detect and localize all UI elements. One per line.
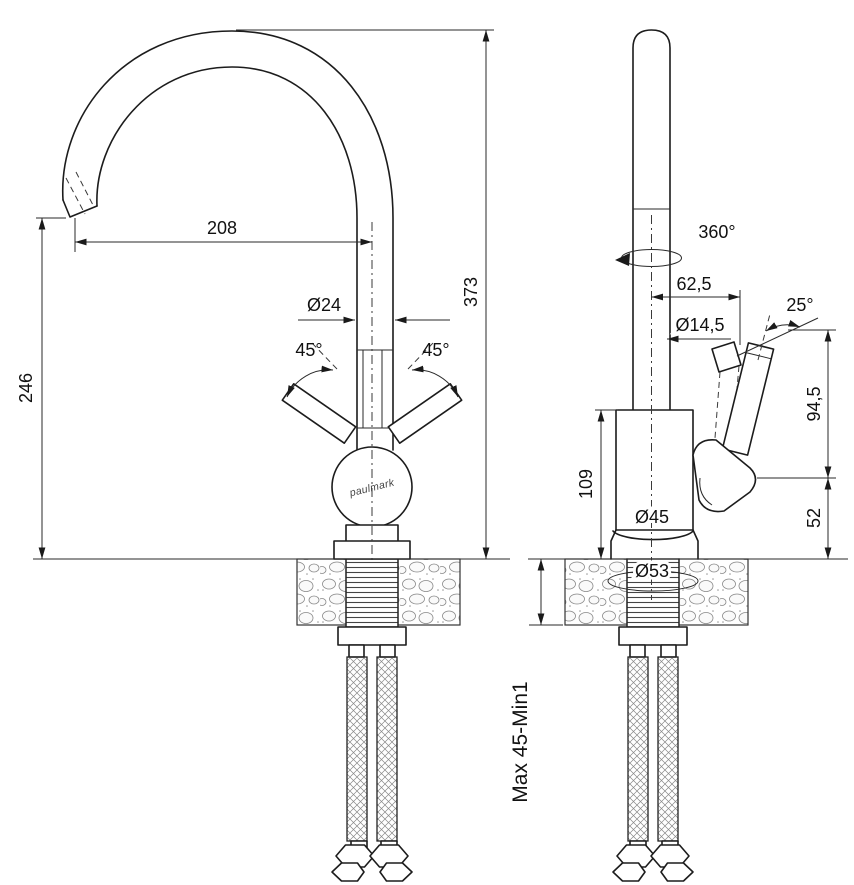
braided-hose bbox=[627, 656, 649, 842]
body-cylinder bbox=[615, 409, 694, 531]
lever-stem bbox=[357, 349, 393, 429]
handle-lever bbox=[721, 342, 775, 456]
dim-lever-angle-left: 45° bbox=[286, 340, 338, 398]
side-faucet bbox=[607, 29, 775, 600]
hose-connector bbox=[629, 644, 646, 658]
knuckle-detail-line bbox=[699, 477, 713, 506]
riser-tube bbox=[632, 29, 671, 411]
dim-base-height: 52 bbox=[804, 478, 832, 559]
lever-left bbox=[281, 382, 357, 445]
hex-fitting bbox=[369, 844, 409, 868]
handle-knuckle bbox=[692, 438, 757, 513]
dim-label-total-height: 373 bbox=[461, 277, 481, 307]
threaded-shank bbox=[345, 558, 399, 628]
dim-label-mount: Max 45-Min1 bbox=[509, 681, 532, 802]
base-ellipse bbox=[612, 530, 694, 541]
side-countertop bbox=[564, 558, 749, 658]
countertop-chunk bbox=[564, 558, 628, 626]
dim-body-height: 109 bbox=[576, 409, 618, 559]
mounting-nut bbox=[337, 626, 407, 646]
front-dimensions: 208 246 373 Ø24 45° bbox=[16, 29, 510, 560]
dim-label-lever-dia: Ø14,5 bbox=[675, 315, 724, 335]
dim-handle-tilt: 25° bbox=[736, 295, 819, 361]
dim-total-height: 373 bbox=[236, 29, 494, 559]
dim-spout-height: 246 bbox=[16, 217, 66, 559]
handle-stem bbox=[711, 341, 742, 373]
dim-label-handle-h: 94,5 bbox=[804, 386, 824, 421]
dim-label-angle-left: 45° bbox=[295, 340, 322, 360]
hex-fitting bbox=[612, 862, 646, 882]
braided-hose bbox=[346, 656, 368, 842]
hose-connector bbox=[348, 644, 365, 658]
dim-handle-offset: 62,5 bbox=[651, 274, 741, 345]
hex-fitting bbox=[331, 862, 365, 882]
hex-fitting bbox=[379, 862, 413, 882]
countertop-chunk bbox=[397, 558, 461, 626]
dim-label-body-h: 109 bbox=[576, 469, 596, 499]
dim-label-swivel: 360° bbox=[698, 222, 735, 242]
base-skirt bbox=[610, 529, 699, 560]
lever-tip-line bbox=[745, 352, 772, 360]
hex-fitting bbox=[650, 844, 690, 868]
dim-lever-angle-right: 45° bbox=[407, 340, 459, 398]
side-hoses bbox=[612, 656, 694, 882]
dim-label-neck-dia: Ø24 bbox=[307, 295, 341, 315]
hole-ellipse bbox=[607, 570, 699, 592]
dim-label-spout-height: 246 bbox=[16, 373, 36, 403]
spout-outer-curve bbox=[62, 30, 394, 451]
front-hoses bbox=[331, 656, 413, 882]
side-view: 360° 62,5 Ø14,5 25° 94,5 bbox=[509, 29, 848, 882]
dim-neck-diameter: Ø24 bbox=[298, 295, 450, 324]
countertop-chunk bbox=[296, 558, 347, 626]
dim-spout-reach: 208 bbox=[74, 218, 372, 252]
dim-label-offset: 62,5 bbox=[676, 274, 711, 294]
hex-fitting bbox=[660, 862, 694, 882]
dim-handle-height: 94,5 bbox=[757, 329, 836, 479]
countertop-chunk bbox=[678, 558, 749, 626]
mounting-nut bbox=[618, 626, 688, 646]
dim-lever-diameter: Ø14,5 bbox=[667, 312, 731, 343]
braided-hose bbox=[657, 656, 679, 842]
threaded-shank bbox=[626, 558, 680, 628]
spout-tip-hidden-lines bbox=[65, 171, 95, 215]
side-dimensions: 360° 62,5 Ø14,5 25° 94,5 bbox=[509, 222, 848, 803]
hose-connector bbox=[660, 644, 677, 658]
swivel-arrow bbox=[615, 253, 630, 266]
hose-connector bbox=[379, 644, 396, 658]
dim-label-base-dia: Ø45 bbox=[635, 507, 669, 527]
front-view: paulmark 208 246 373 bbox=[16, 29, 510, 882]
spout-tip bbox=[62, 199, 98, 218]
dim-label-reach: 208 bbox=[207, 218, 237, 238]
dim-label-tilt: 25° bbox=[786, 295, 813, 315]
braided-hose bbox=[376, 656, 398, 842]
front-countertop bbox=[296, 558, 461, 658]
spout-inner-curve bbox=[96, 66, 358, 451]
dim-label-hole-dia: Ø53 bbox=[635, 561, 669, 581]
front-faucet: paulmark bbox=[62, 30, 463, 562]
dim-label-base-h: 52 bbox=[804, 508, 824, 528]
dim-label-angle-right: 45° bbox=[422, 340, 449, 360]
lever-right bbox=[387, 382, 463, 445]
dim-mount-thickness: Max 45-Min1 bbox=[509, 559, 563, 803]
